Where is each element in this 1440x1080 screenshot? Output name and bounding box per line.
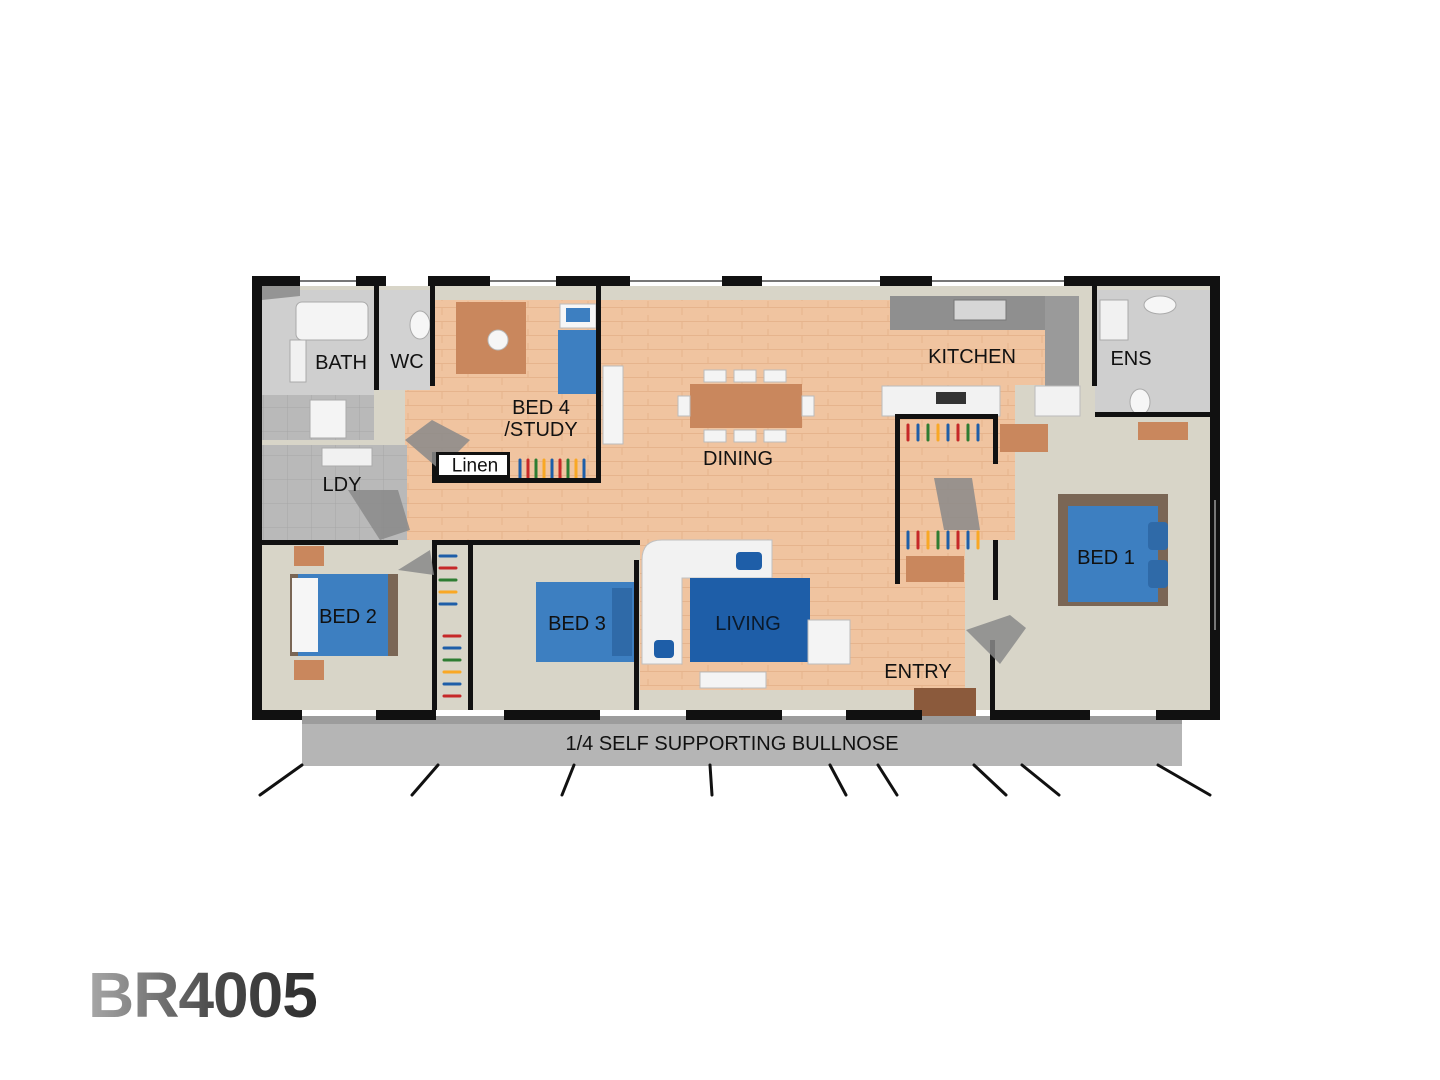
room-label-kitchen: KITCHEN — [928, 346, 1016, 368]
room-label-bed1: BED 1 — [1077, 547, 1135, 569]
room-label-bed2: BED 2 — [319, 606, 377, 628]
kitchen-island — [881, 385, 1001, 417]
linen-cupboard — [436, 452, 510, 478]
windows — [300, 280, 1216, 630]
ens-toilet — [1129, 388, 1151, 416]
veranda — [258, 716, 1212, 797]
wc-floor — [378, 290, 430, 390]
ens-shower — [1099, 299, 1129, 341]
room-label-dining: DINING — [703, 448, 773, 470]
room-label-wc: WC — [390, 351, 424, 373]
robe-hangers — [438, 423, 980, 698]
plan-code: BR4005 — [88, 959, 318, 1031]
dining-table — [677, 369, 815, 443]
sideboard — [602, 365, 624, 445]
bed2-bed — [290, 574, 398, 656]
entry-mat — [914, 688, 976, 716]
living-rug — [690, 578, 810, 662]
laundry-tub — [321, 447, 373, 467]
living-lounge — [641, 539, 773, 665]
walls — [252, 276, 1220, 720]
room-label-bed4-study: BED 4 /STUDY — [504, 397, 578, 441]
ens-basin — [1143, 295, 1177, 315]
bed3-bed — [536, 582, 636, 662]
room-label-ldy: LDY — [322, 474, 362, 496]
bathtub — [295, 301, 369, 341]
room-label-ens: ENS — [1110, 348, 1152, 370]
room-label-living: LIVING — [715, 613, 781, 635]
veranda-label: 1/4 SELF SUPPORTING BULLNOSE — [565, 733, 898, 755]
wc-toilet — [409, 310, 431, 340]
room-label-bath: BATH — [315, 352, 367, 374]
bed4-bed — [558, 330, 598, 394]
room-label-entry: ENTRY — [884, 661, 952, 683]
shower — [309, 399, 347, 439]
room-label-bed3: BED 3 — [548, 613, 606, 635]
kitchen-sink-icon — [953, 299, 1007, 321]
wall-shadows — [262, 286, 1026, 664]
room-label-linen: Linen — [451, 455, 499, 477]
bed1-bed — [1058, 494, 1168, 606]
tv-unit — [699, 671, 767, 689]
kitchen-floor — [880, 330, 1055, 385]
